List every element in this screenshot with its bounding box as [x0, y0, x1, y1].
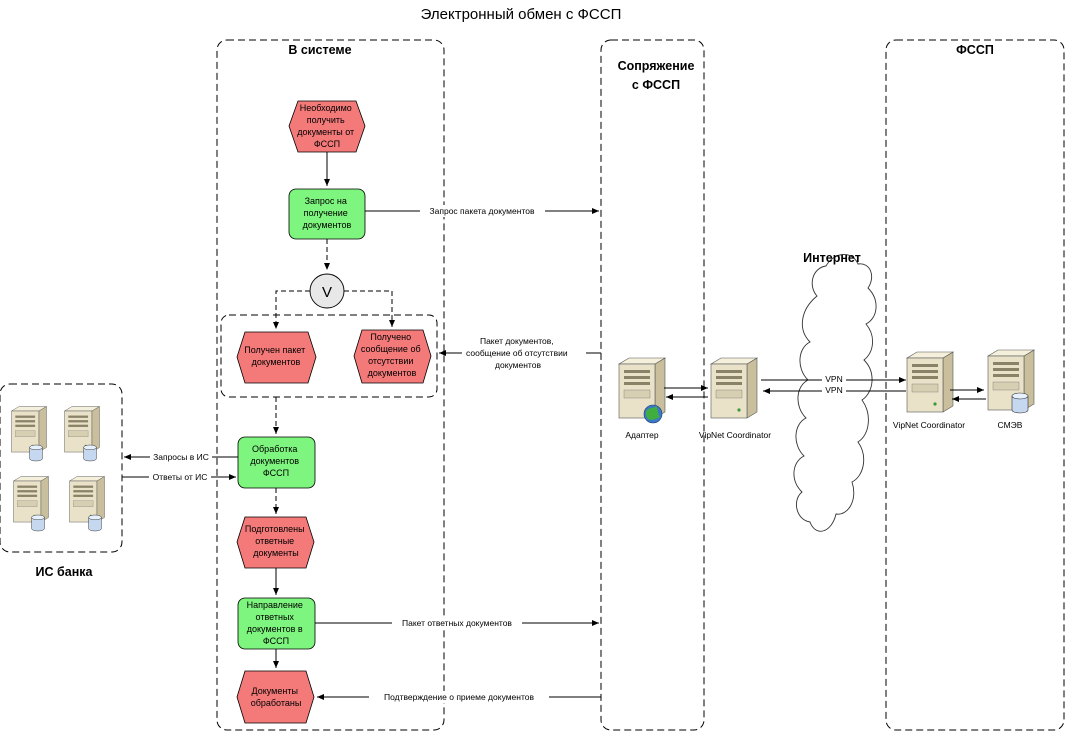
- vipnet-coordinator-gateway: [710, 357, 758, 419]
- xor-connector-label: V: [322, 284, 332, 301]
- lane-bank-title: ИС банка: [36, 565, 94, 579]
- arrow-confirmation-label: Подтверждение о приеме документов: [384, 692, 535, 702]
- smev-label: СМЭВ: [998, 420, 1023, 430]
- event-documents-processed: [236, 670, 315, 724]
- bank-server-3: [13, 476, 49, 532]
- bank-server-1: [11, 406, 47, 462]
- function-request-documents-label: Запрос на получение документов: [303, 196, 352, 230]
- vipnet-coordinator-fssp-label: VipNet Coordinator: [893, 420, 965, 430]
- arrow-reply-package-label: Пакет ответных документов: [402, 618, 512, 628]
- smev-server: [987, 349, 1035, 414]
- received-group: [220, 314, 438, 398]
- function-send-answers-label: Направление ответных документов в ФССП: [247, 600, 306, 646]
- flow-xor-to-package: [273, 290, 310, 329]
- vpn-link-inbound-label: VPN: [825, 385, 842, 395]
- lane-fssp-title: ФССП: [956, 43, 994, 57]
- event-package-received-label: Получен пакет документов: [244, 345, 307, 367]
- vpn-link-outbound-label: VPN: [825, 374, 842, 384]
- function-process-documents-label: Обработка документов ФССП: [250, 444, 301, 478]
- event-package-received: [236, 331, 317, 384]
- event-answers-prepared-label: Подготовлены ответные документы: [245, 524, 307, 558]
- arrow-answers-from-is-label: Ответы от ИС: [153, 472, 208, 482]
- lane-bank: [0, 383, 123, 553]
- adapter-server: [618, 357, 666, 424]
- diagram-title: Электронный обмен с ФССП: [421, 6, 622, 23]
- event-documents-processed-label: Документы обработаны: [251, 686, 302, 708]
- lane-system-title: В системе: [288, 43, 351, 57]
- event-need-documents: [288, 100, 366, 153]
- arrow-package-or-absence-label: Пакет документов, сообщение об отсутстви…: [466, 336, 570, 370]
- bank-server-4: [69, 476, 105, 532]
- event-need-documents-label: Необходимо получить документы от ФССП: [297, 103, 356, 149]
- adapter-label: Адаптер: [625, 430, 658, 440]
- vipnet-coordinator-gateway-label: VipNet Coordinator: [699, 430, 771, 440]
- lane-system: [216, 39, 445, 731]
- event-answers-prepared: [236, 516, 315, 569]
- arrow-requests-to-is-label: Запросы в ИС: [153, 452, 209, 462]
- lane-gateway-title-1: Сопряжение: [618, 59, 695, 73]
- lane-gateway-title-2: с ФССП: [632, 78, 680, 92]
- internet-label: Интернет: [803, 251, 861, 265]
- vipnet-coordinator-fssp: [906, 351, 954, 413]
- lane-fssp: [885, 39, 1065, 731]
- flow-xor-to-absence: [344, 290, 395, 327]
- event-absence-received-label: Получено сообщение об отсутствии докумен…: [361, 332, 423, 378]
- arrow-request-package-label: Запрос пакета документов: [430, 206, 535, 216]
- bank-server-2: [64, 406, 100, 462]
- event-absence-received: [353, 329, 432, 384]
